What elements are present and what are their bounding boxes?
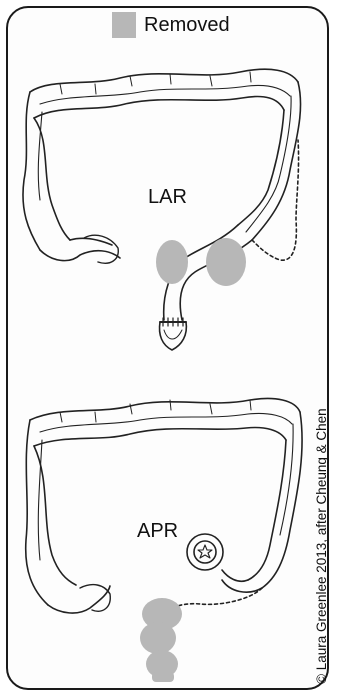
apr-removed-region xyxy=(140,598,182,682)
stoma-outer xyxy=(187,534,223,570)
apr-ascending-colon xyxy=(26,420,48,605)
stoma-inner xyxy=(194,541,216,563)
apr-label: APR xyxy=(137,520,178,543)
copyright-credit: © Laura Greenlee 2013, after Cheung & Ch… xyxy=(314,408,329,684)
apr-transverse-colon xyxy=(30,399,300,421)
apr-descending-colon xyxy=(262,412,302,588)
